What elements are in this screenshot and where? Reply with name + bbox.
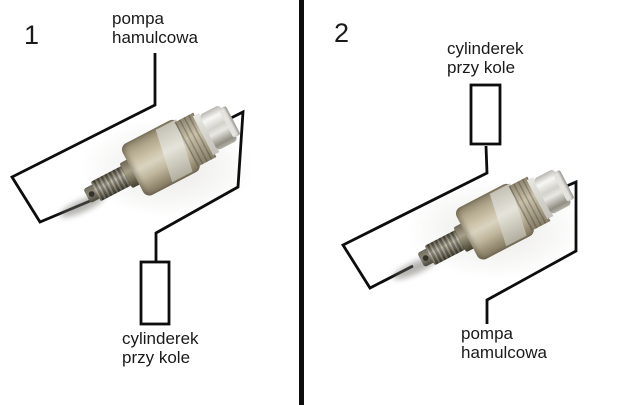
- leader-line-wheel-1: [154, 109, 245, 262]
- panel-divider: [299, 0, 304, 405]
- label-wheel-cylinder-1: cylinderek przy kole: [122, 329, 199, 367]
- panel-number-1: 1: [24, 20, 40, 50]
- label-master-cylinder-1: pompa hamulcowa: [112, 9, 198, 47]
- leader-line-master-1: [10, 53, 157, 224]
- wheel-cylinder-box-2: [469, 83, 502, 146]
- wheel-cylinder-box-1: [139, 260, 171, 326]
- leader-line-wheel-2: [340, 145, 489, 290]
- leader-line-master-2: [485, 179, 578, 324]
- label-wheel-cylinder-2: cylinderek przy kole: [447, 39, 524, 77]
- panel-number-2: 2: [334, 18, 350, 48]
- label-master-cylinder-2: pompa hamulcowa: [461, 324, 547, 362]
